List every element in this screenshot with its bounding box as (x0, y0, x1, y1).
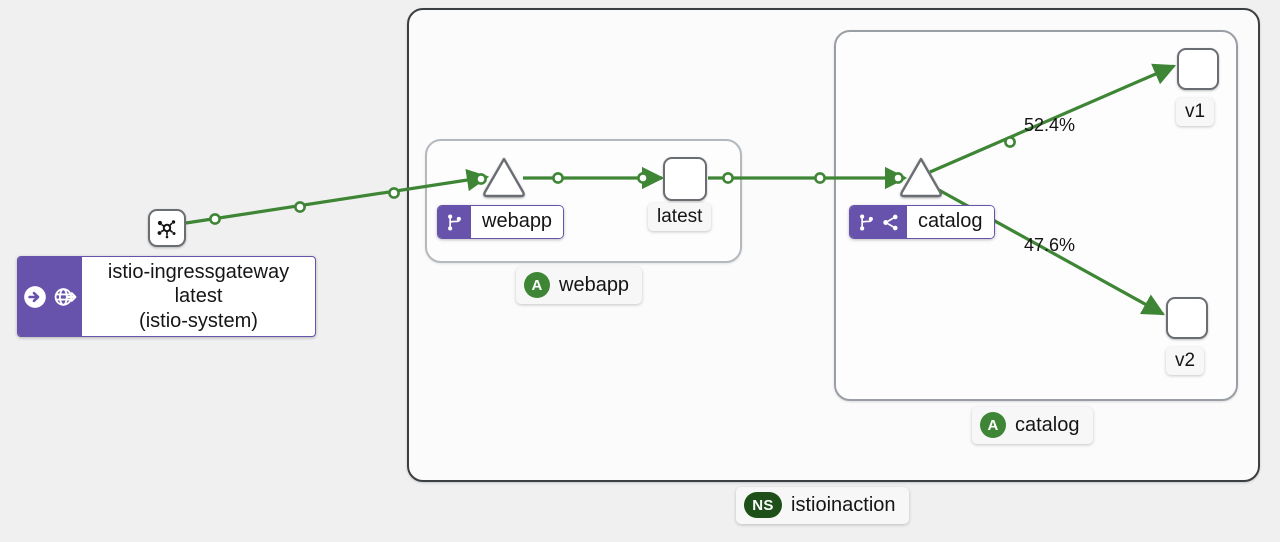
node-workload-latest[interactable] (663, 157, 707, 201)
app-badge-icon: A (980, 412, 1006, 438)
virtual-service-icon (448, 214, 461, 230)
destination-rule-icon (883, 214, 898, 230)
catalog-badges (850, 206, 907, 238)
gateway-arrow-icon (24, 285, 46, 308)
ingressgateway-name: istio-ingressgateway (107, 260, 290, 283)
service-triangle-icon (900, 157, 942, 198)
node-service-webapp[interactable] (481, 155, 527, 199)
service-label-webapp[interactable]: webapp (437, 205, 565, 239)
service-triangle-icon (483, 157, 525, 198)
edge-waypoint (475, 173, 487, 185)
namespace-badge[interactable]: NS istioinaction (736, 487, 909, 524)
service-label-webapp-text: webapp (471, 206, 564, 238)
webapp-badges (438, 206, 471, 238)
mesh-icon (157, 220, 176, 239)
service-label-catalog-text: catalog (907, 206, 994, 238)
ingressgateway-namespace: (istio-system) (139, 309, 258, 332)
app-badge-webapp[interactable]: A webapp (516, 267, 643, 304)
app-badge-label: webapp (559, 273, 630, 296)
workload-label-latest[interactable]: latest (648, 203, 712, 232)
edge-waypoint (552, 172, 564, 184)
app-badge-label: catalog (1015, 413, 1080, 436)
istio-ingressgateway-label-box[interactable]: istio-ingressgateway latest (istio-syste… (17, 256, 316, 337)
edge-waypoint (722, 172, 734, 184)
ingressgateway-icons (18, 257, 82, 336)
globe-route-icon (54, 287, 77, 306)
edge-waypoint (637, 172, 649, 184)
app-badge-catalog[interactable]: A catalog (972, 407, 1093, 444)
virtual-service-icon (860, 214, 873, 230)
ingressgateway-version: latest (174, 285, 223, 308)
edge-ingressgateway-webapp[interactable] (185, 168, 490, 225)
edge-label-catalog-v2: 47.6% (1024, 235, 1076, 255)
namespace-badge-label: istioinaction (791, 493, 896, 516)
app-badge-icon: A (524, 272, 550, 298)
ingressgateway-text: istio-ingressgateway latest (istio-syste… (82, 257, 315, 336)
edge-waypoint (814, 172, 826, 184)
edge-label-catalog-v1: 52.4% (1024, 115, 1076, 135)
edge-waypoint (209, 213, 221, 225)
workload-label-v2[interactable]: v2 (1166, 347, 1205, 376)
edge-waypoint (294, 201, 306, 213)
namespace-badge-icon: NS (744, 492, 782, 518)
node-istio-ingressgateway[interactable] (148, 209, 186, 247)
service-label-catalog[interactable]: catalog (849, 205, 995, 239)
workload-label-v1[interactable]: v1 (1176, 98, 1215, 127)
edge-waypoint (892, 172, 904, 184)
edge-waypoint (388, 187, 400, 199)
node-service-catalog[interactable] (898, 155, 944, 199)
node-workload-v1[interactable] (1177, 48, 1219, 90)
edge-catalog-v1[interactable] (929, 63, 1177, 174)
edge-waypoint (1004, 136, 1016, 148)
node-workload-v2[interactable] (1166, 297, 1208, 339)
